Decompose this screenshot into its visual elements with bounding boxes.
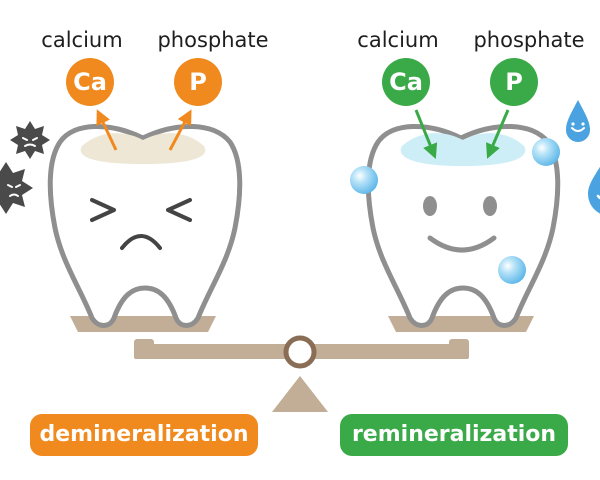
bubble-icon bbox=[498, 256, 526, 284]
bubble-icon bbox=[350, 166, 378, 194]
calcium-symbol-left: Ca bbox=[66, 58, 114, 106]
germ-icon bbox=[0, 162, 33, 214]
calcium-symbol-right: Ca bbox=[382, 58, 430, 106]
label-calcium-left: calcium bbox=[41, 28, 123, 52]
phosphate-symbol-right: P bbox=[490, 58, 538, 106]
arrow-down-icon bbox=[486, 109, 510, 159]
caption-demineralization: demineralization bbox=[30, 414, 258, 456]
tooth-left bbox=[47, 123, 243, 328]
arrow-up-icon bbox=[96, 109, 118, 151]
label-phosphate-left: phosphate bbox=[157, 28, 269, 52]
balance-scale bbox=[70, 316, 534, 412]
arrow-up-icon bbox=[168, 109, 192, 151]
germ-icon bbox=[10, 121, 50, 159]
label-phosphate-right: phosphate bbox=[473, 28, 585, 52]
label-calcium-right: calcium bbox=[357, 28, 439, 52]
tooth-right bbox=[365, 123, 561, 328]
arrow-down-icon bbox=[414, 109, 438, 159]
phosphate-symbol-left: P bbox=[174, 58, 222, 106]
water-drop-icon bbox=[588, 166, 600, 214]
water-drop-icon bbox=[566, 100, 590, 142]
caption-remineralization: remineralization bbox=[340, 414, 568, 456]
bubble-icon bbox=[532, 138, 560, 166]
